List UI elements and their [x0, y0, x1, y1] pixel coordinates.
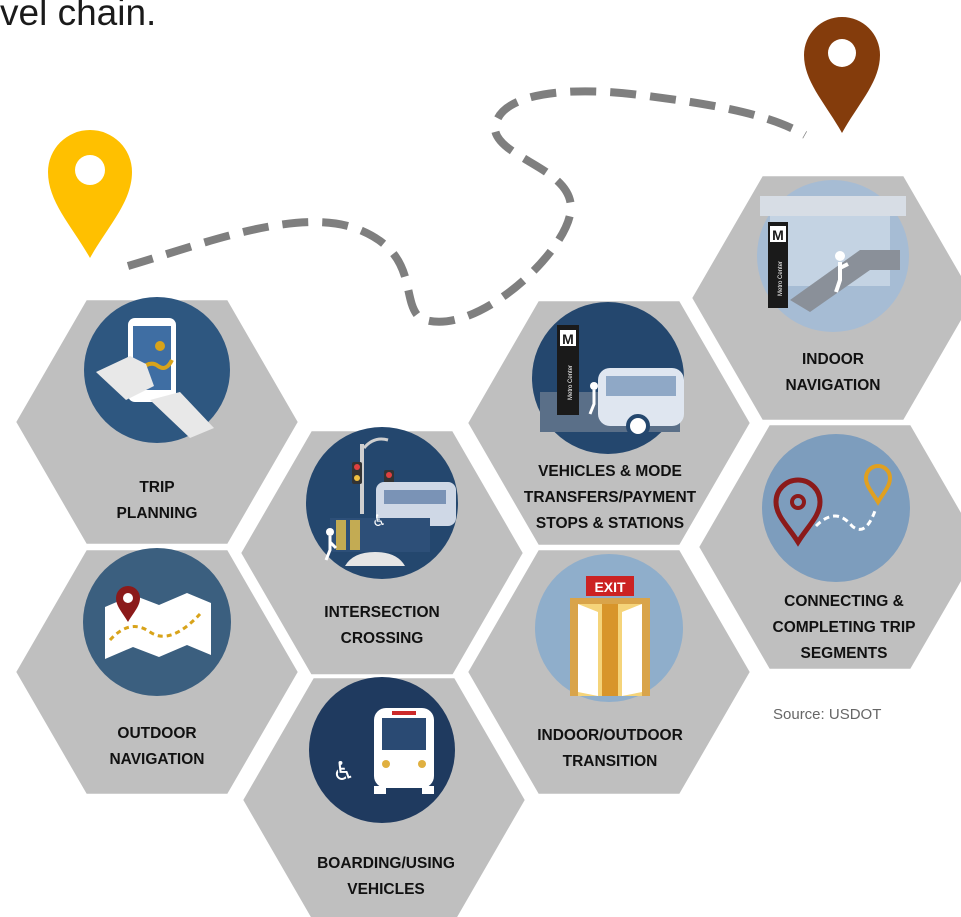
tile-boarding-using-vehicles: ♿ BOARDING/USING VEHICLES [309, 677, 455, 898]
tile-label-line: STOPS & STATIONS [536, 515, 684, 532]
tile-intersection-crossing: ♿ INTERSECTION CROSSING [306, 427, 458, 647]
end-location-pin-icon [804, 17, 880, 133]
tile-indoor-navigation: M Metro Center INDOOR NAVIGATION [757, 180, 909, 394]
tile-label-line: INDOOR/OUTDOOR [537, 727, 683, 744]
connecting-pins-icon [762, 434, 910, 582]
metro-station-bus-icon: M Metro Center [532, 302, 684, 454]
source-caption: Source: USDOT [773, 706, 882, 723]
tile-label-line: TRANSITION [563, 753, 658, 770]
svg-text:♿: ♿ [332, 757, 355, 787]
tile-indoor-outdoor-transition: EXIT INDOOR/OUTDOOR TRANSITION [535, 554, 683, 770]
escalator-icon: M Metro Center [757, 180, 909, 332]
tile-label-line: CONNECTING & [784, 593, 904, 610]
map-pin-icon [83, 548, 231, 696]
tile-label-line: PLANNING [117, 505, 198, 522]
tile-label-line: COMPLETING TRIP [773, 619, 916, 636]
tile-label-line: BOARDING/USING [317, 855, 455, 872]
tile-label-line: INDOOR [802, 351, 864, 368]
tile-trip-planning: TRIP PLANNING [84, 297, 230, 522]
heading-text: vel chain. [0, 0, 157, 33]
exit-sign-text: EXIT [594, 579, 626, 595]
tile-label-line: TRANSFERS/PAYMENT [524, 489, 697, 506]
tile-connecting-completing: CONNECTING & COMPLETING TRIP SEGMENTS [762, 434, 915, 662]
tile-label-line: INTERSECTION [324, 604, 439, 621]
metro-station-name: Metro Center [568, 365, 574, 400]
metro-sign-text-indoor: M [772, 227, 784, 243]
tile-label-line: VEHICLES & MODE [538, 463, 682, 480]
intersection-icon: ♿ [306, 427, 458, 579]
bus-wheelchair-icon: ♿ [309, 677, 455, 823]
metro-sign-text: M [562, 331, 574, 347]
start-location-pin-icon [48, 130, 132, 258]
exit-door-icon: EXIT [535, 554, 683, 702]
svg-text:♿: ♿ [372, 511, 386, 530]
tile-label-line: NAVIGATION [785, 377, 880, 394]
tile-outdoor-navigation: OUTDOOR NAVIGATION [83, 548, 231, 768]
metro-station-name-indoor: Metro Center [778, 261, 784, 296]
tile-label-line: CROSSING [341, 630, 424, 647]
tile-label-line: SEGMENTS [801, 645, 888, 662]
tile-label-line: NAVIGATION [109, 751, 204, 768]
tile-label-line: VEHICLES [347, 881, 425, 898]
tile-label-line: TRIP [139, 479, 174, 496]
tile-vehicles-mode-transfers: M Metro Center VEHICLES & MODE TRANSFERS… [524, 302, 697, 532]
smartphone-route-icon [84, 297, 230, 443]
tile-label-line: OUTDOOR [117, 725, 196, 742]
